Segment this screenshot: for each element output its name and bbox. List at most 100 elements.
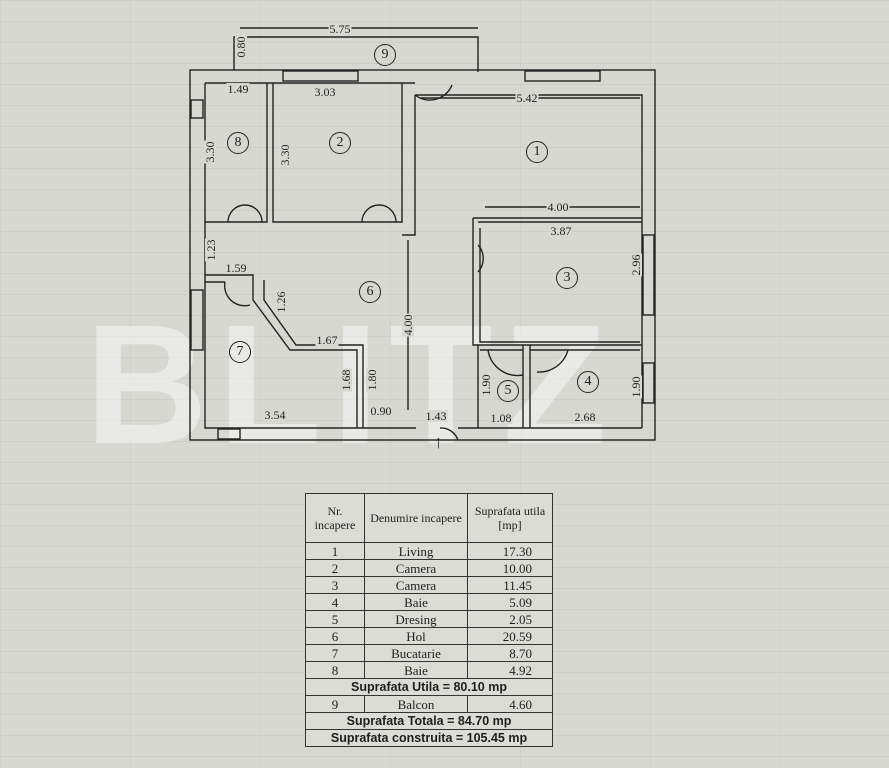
built-area: Suprafata construita = 105.45 mp [305,729,553,747]
cell-area: 8.70 [467,644,553,662]
cell-nr: 9 [305,695,365,713]
room-number-3: 3 [556,267,578,289]
room-number-8: 8 [227,132,249,154]
dimension: 3.30 [278,143,292,167]
door-arc [361,204,397,223]
summary-row: Suprafata construita = 105.45 mp [305,729,553,747]
summary-row: Suprafata Utila = 80.10 mp [305,678,553,696]
dimension: 5.42 [515,91,539,105]
room-number-9: 9 [374,44,396,66]
cell-name: Camera [364,576,468,594]
door-arc [414,84,453,101]
wall-rooms-5-4 [477,345,640,428]
summary-row: Suprafata Totala = 84.70 mp [305,712,553,730]
entrance-arrow-icon: ↑ [434,432,443,452]
cell-area: 10.00 [467,559,553,577]
dimension: 1.90 [629,375,643,399]
cell-nr: 3 [305,576,365,594]
dimension: 4.00 [546,200,570,214]
room-number-2: 2 [329,132,351,154]
dimension: 3.54 [263,408,287,422]
dimension: 2.68 [573,410,597,424]
wall-kitchen [205,274,364,428]
cell-nr: 8 [305,661,365,679]
door-arc [477,244,484,273]
dimension: 1.80 [365,368,379,392]
dimension: 2.96 [629,253,643,277]
cell-area: 11.45 [467,576,553,594]
dimension: 1.49 [226,82,250,96]
dimension: 3.03 [313,85,337,99]
cell-nr: 1 [305,542,365,560]
dimension: 0.90 [369,404,393,418]
wall-room-3 [472,217,642,346]
cell-nr: 6 [305,627,365,645]
cell-nr: 7 [305,644,365,662]
dimension: 3.30 [203,140,217,164]
window [642,234,655,316]
dimension: 1.23 [204,238,218,262]
cell-area: 4.60 [467,695,553,713]
dimension: 3.87 [549,224,573,238]
window [642,362,655,404]
cell-name: Living [364,542,468,560]
dimension: 1.59 [224,261,248,275]
dimension: 0.80 [234,35,248,59]
cell-area: 4.92 [467,661,553,679]
header-area: Suprafata utila [mp] [467,493,553,543]
window [190,289,204,351]
dimension: 1.26 [274,290,288,314]
window [524,70,601,82]
cell-area: 2.05 [467,610,553,628]
cell-name: Hol [364,627,468,645]
total-area: Suprafata Totala = 84.70 mp [305,712,553,730]
cell-name: Balcon [364,695,468,713]
cell-name: Bucatarie [364,644,468,662]
table-header: Nr. incapere Denumire incapere Suprafata… [305,493,553,543]
cell-nr: 2 [305,559,365,577]
cell-area: 5.09 [467,593,553,611]
room-number-6: 6 [359,281,381,303]
door-arc [439,427,459,441]
door-arc [223,281,251,307]
dimension: 1.08 [489,411,513,425]
dimension: 1.68 [339,368,353,392]
window [282,70,359,82]
cell-name: Baie [364,661,468,679]
cell-nr: 4 [305,593,365,611]
dimension: 1.43 [424,409,448,423]
outer-wall [189,69,656,441]
dimension: 4.00 [401,313,415,337]
door-arc [487,349,524,377]
dimension: 1.90 [479,373,493,397]
dimension: 1.67 [315,333,339,347]
cell-name: Baie [364,593,468,611]
cell-area: 17.30 [467,542,553,560]
room-number-1: 1 [526,141,548,163]
cell-area: 20.59 [467,627,553,645]
cell-nr: 5 [305,610,365,628]
inner-wall [204,82,643,429]
room-area-table: Nr. incapere Denumire incapere Suprafata… [305,493,553,747]
door-arc [227,204,263,223]
window [217,428,241,440]
window [190,99,204,119]
cell-name: Camera [364,559,468,577]
cell-name: Dresing [364,610,468,628]
room-number-7: 7 [229,341,251,363]
balcony-outline [233,36,479,72]
header-name: Denumire incapere [364,493,468,543]
wall-rooms-8-2 [205,83,416,236]
room-number-4: 4 [577,371,599,393]
door-arc [536,349,569,373]
header-nr: Nr. incapere [305,493,365,543]
